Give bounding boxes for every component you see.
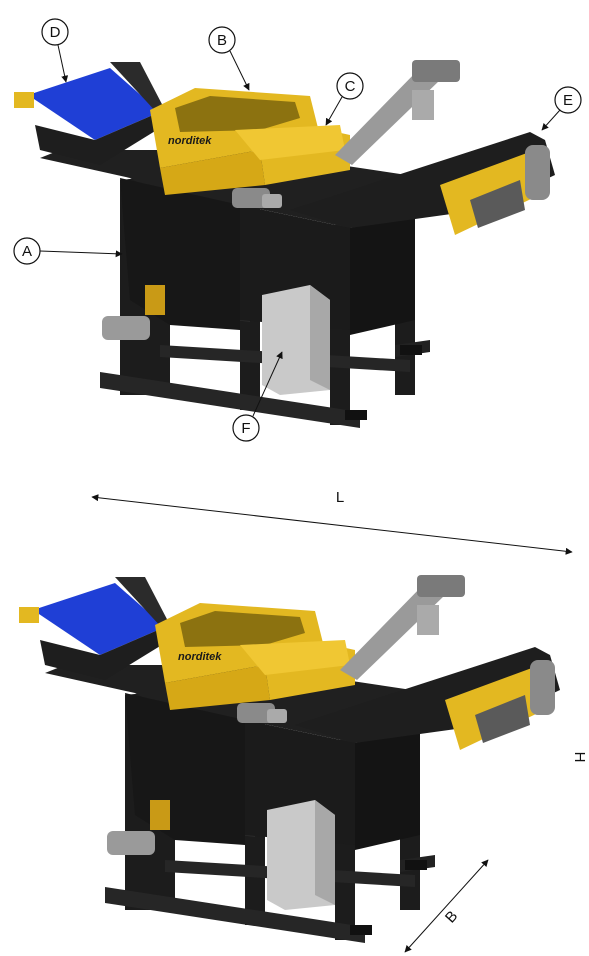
svg-text:B: B — [217, 32, 227, 49]
callout-f: F — [232, 351, 283, 442]
brand-label-bottom: norditek — [178, 651, 222, 663]
svg-text:F: F — [241, 420, 250, 437]
svg-text:A: A — [22, 243, 32, 260]
machine-top-view: norditek A B C D E F — [13, 18, 582, 442]
brand-label: norditek — [168, 135, 212, 147]
svg-text:C: C — [345, 78, 356, 95]
svg-text:D: D — [50, 24, 61, 41]
callout-c: C — [325, 72, 364, 126]
length-dimension: L — [91, 489, 573, 555]
callout-a: A — [13, 237, 123, 265]
callout-e: E — [541, 86, 582, 131]
height-dimension: H — [571, 752, 588, 763]
svg-text:H: H — [571, 752, 588, 763]
callout-d: D — [41, 18, 69, 83]
svg-text:E: E — [563, 92, 573, 109]
svg-text:B: B — [442, 908, 461, 927]
callout-b: B — [208, 26, 250, 91]
machine-bottom-view — [19, 575, 560, 943]
svg-text:L: L — [336, 489, 344, 506]
